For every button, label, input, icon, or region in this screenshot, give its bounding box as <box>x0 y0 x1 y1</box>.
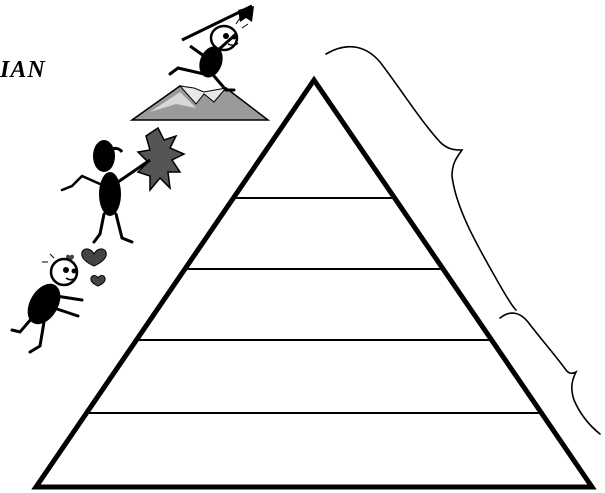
figure-with-burst-icon <box>62 128 184 242</box>
figure-on-mountain-with-flag-icon <box>132 6 268 120</box>
pyramid-outline <box>36 80 592 487</box>
upper-bracket <box>326 47 516 310</box>
figure-with-hearts-icon <box>12 249 106 352</box>
